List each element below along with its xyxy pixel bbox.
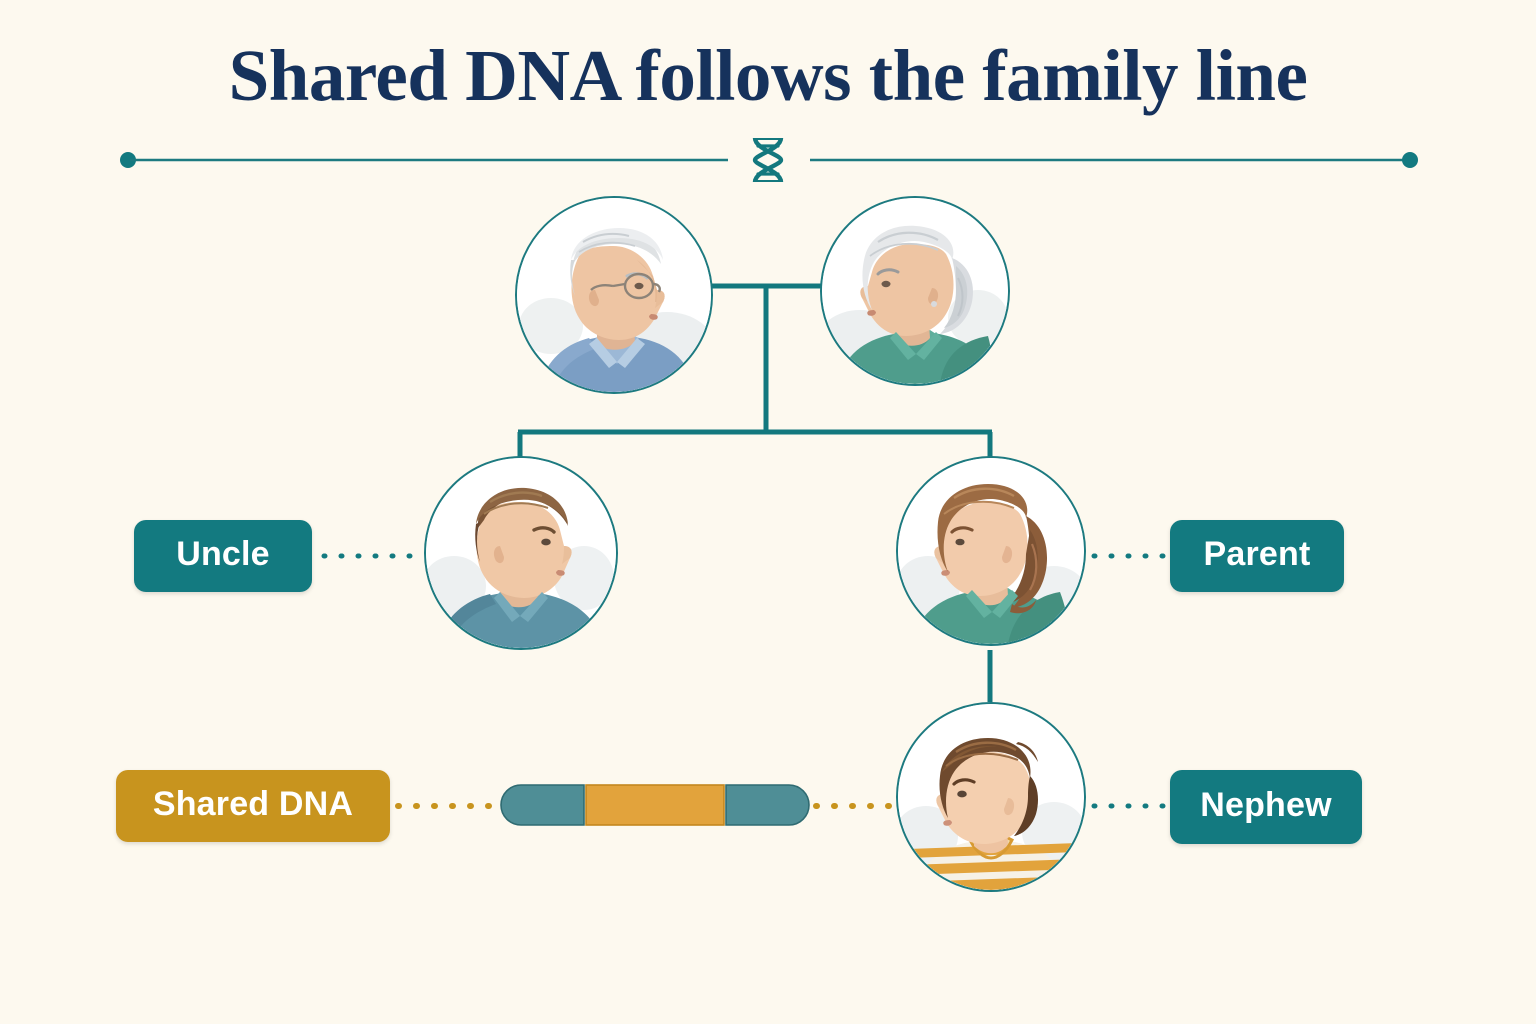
chromosome-segment: [500, 784, 810, 826]
portrait-uncle[interactable]: [424, 456, 618, 650]
portrait-grandmother[interactable]: [820, 196, 1010, 386]
label-chip-uncle-text: Uncle: [176, 535, 270, 573]
portrait-grandfather[interactable]: [515, 196, 713, 394]
label-chip-nephew[interactable]: Nephew: [1170, 770, 1362, 844]
page-title: Shared DNA follows the family line: [228, 35, 1308, 116]
label-chip-parent[interactable]: Parent: [1170, 520, 1344, 592]
chromosome-shared-region: [585, 784, 725, 826]
portrait-nephew[interactable]: [896, 702, 1086, 892]
label-chip-nephew-text: Nephew: [1200, 786, 1332, 824]
label-chip-uncle[interactable]: Uncle: [134, 520, 312, 592]
portrait-parent[interactable]: [896, 456, 1086, 646]
dna-helix-icon: [752, 138, 784, 182]
divider: [120, 138, 1418, 182]
divider-rule-right: [810, 152, 1418, 168]
divider-rule-left: [120, 152, 728, 168]
label-chip-shared-dna[interactable]: Shared DNA: [116, 770, 390, 842]
label-chip-shared-dna-text: Shared DNA: [152, 785, 354, 823]
chromosome-end-left: [500, 784, 585, 826]
chromosome-end-right: [725, 784, 810, 826]
label-chip-parent-text: Parent: [1203, 535, 1311, 573]
